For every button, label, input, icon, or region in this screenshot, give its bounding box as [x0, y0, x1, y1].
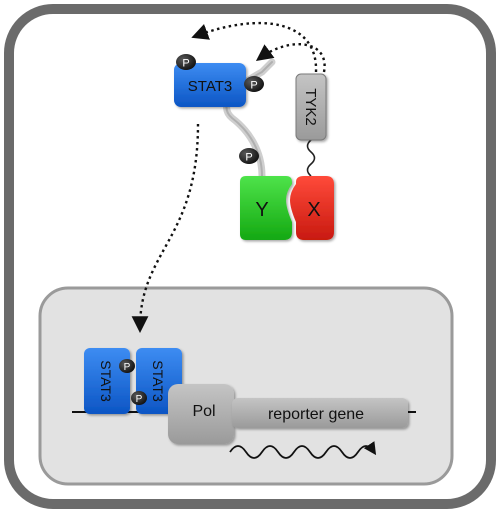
stat3-box [174, 63, 246, 107]
nucleus [38, 286, 454, 486]
receptor-y-label: Y [255, 199, 268, 221]
phospho-stat3-top: P [176, 54, 196, 70]
stat3-dimer-left [84, 348, 130, 414]
transcript-wave [229, 441, 377, 459]
stat3-dimer-left-label: STAT3 [98, 360, 114, 402]
tyk2-to-stat3-arrow-1 [191, 21, 318, 73]
phospho-dimer-bottom: P [131, 391, 147, 405]
receptor-y [240, 176, 292, 240]
phospho-dimer-top: P [119, 359, 135, 373]
pol-label: Pol [192, 403, 215, 420]
tyk2-linker [306, 139, 316, 177]
svg-text:P: P [124, 362, 131, 373]
reporter-gene-label: reporter gene [268, 406, 364, 423]
svg-text:P: P [250, 80, 257, 92]
phospho-receptor-upper: P [244, 76, 264, 92]
svg-text:P: P [182, 58, 189, 70]
stat3-label: STAT3 [188, 78, 232, 95]
svg-text:P: P [136, 394, 143, 405]
stat3-to-nucleus-arrow [131, 123, 200, 334]
phospho-receptor-lower: P [239, 148, 259, 164]
reporter-gene-box [232, 398, 408, 428]
pol-box [168, 384, 234, 444]
tyk2-to-stat3-arrow-2 [255, 43, 326, 73]
stat3-dimer-right-label: STAT3 [150, 360, 166, 402]
svg-text:P: P [245, 152, 252, 164]
tyk2-box [295, 73, 327, 141]
receptor-x-label: X [307, 199, 320, 221]
tyk2-label: TYK2 [302, 88, 319, 126]
receptor-x [290, 176, 334, 240]
